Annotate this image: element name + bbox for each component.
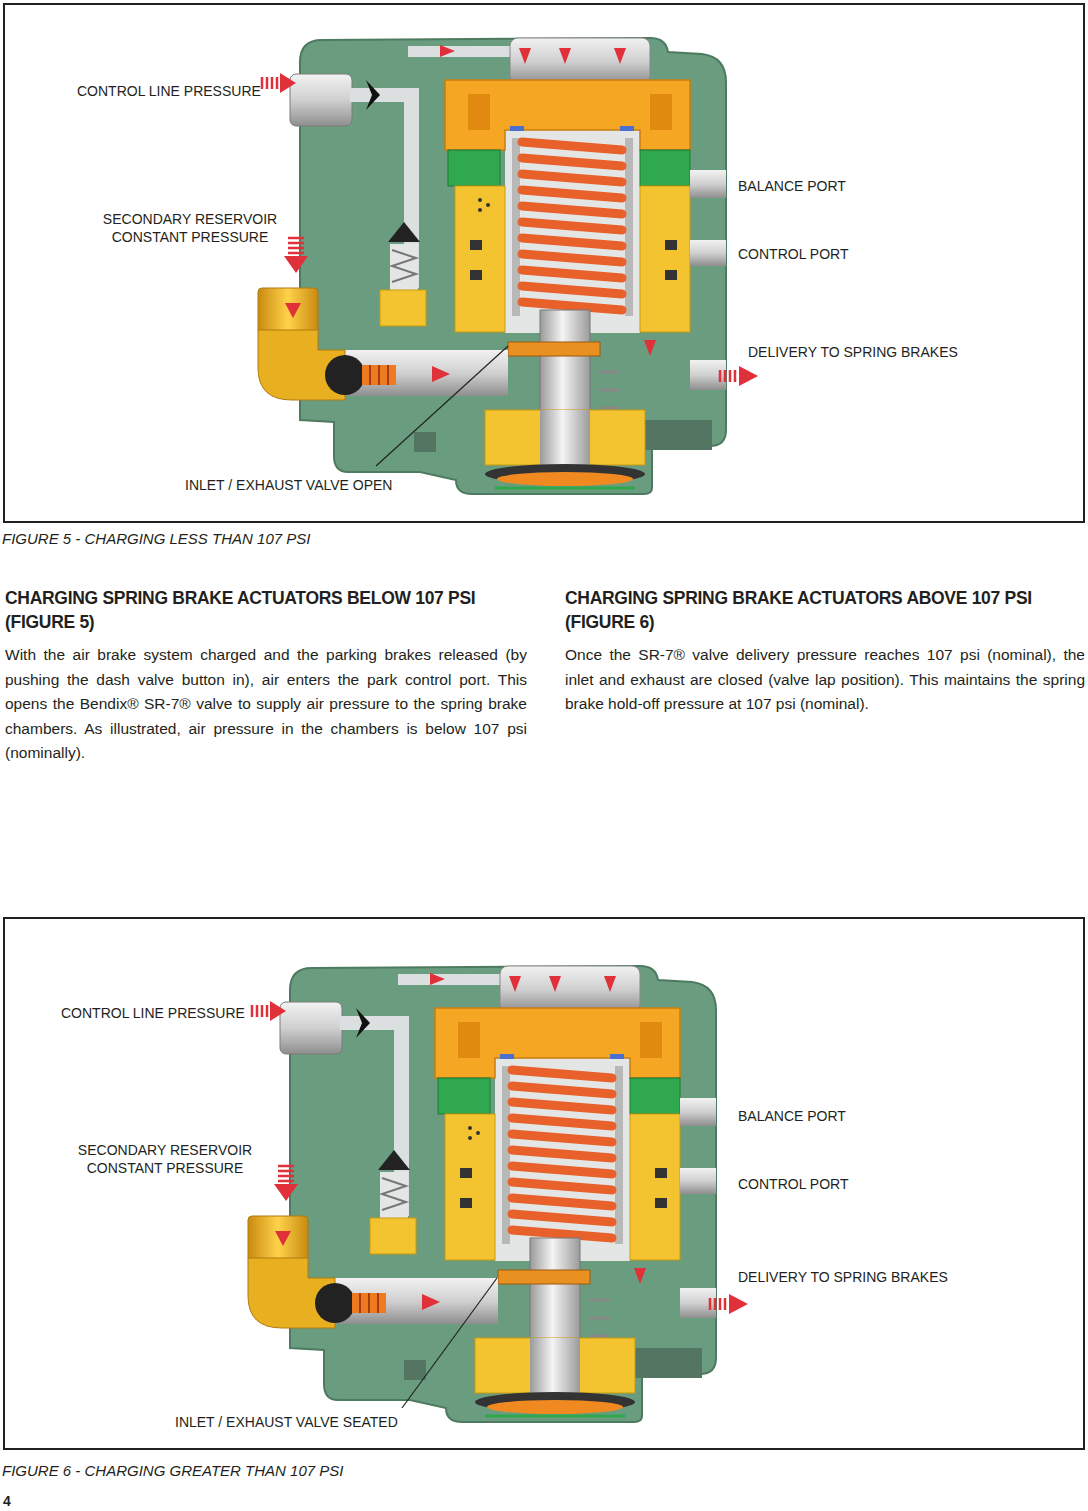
port-label: SECONDARY RESERVOIR CONSTANT PRESSURE bbox=[65, 1141, 265, 1177]
leader-line bbox=[402, 1278, 497, 1408]
port-label: DELIVERY TO SPRING BRAKES bbox=[738, 1268, 948, 1286]
port-label: CONTROL PORT bbox=[738, 1175, 848, 1193]
valve-cross-section bbox=[248, 966, 748, 1422]
port-label: CONTROL LINE PRESSURE bbox=[61, 1004, 245, 1022]
section-heading: CHARGING SPRING BRAKE ACTUATORS ABOVE 10… bbox=[565, 586, 1085, 634]
page-number: 4 bbox=[3, 1493, 11, 1509]
port-label: CONTROL PORT bbox=[738, 245, 848, 263]
figure-frame: CONTROL LINE PRESSURE SECONDARY RESERVOIR… bbox=[3, 917, 1085, 1450]
valve-state-label: INLET / EXHAUST VALVE SEATED bbox=[175, 1413, 398, 1431]
leader-line bbox=[376, 346, 508, 466]
port-label: CONTROL LINE PRESSURE bbox=[77, 82, 261, 100]
valve-cross-section bbox=[258, 38, 758, 494]
figure-caption: FIGURE 5 - CHARGING LESS THAN 107 PSI bbox=[2, 530, 310, 548]
port-label: DELIVERY TO SPRING BRAKES bbox=[748, 343, 958, 361]
body-paragraph: Once the SR-7® valve delivery pressure r… bbox=[565, 643, 1085, 717]
port-label: BALANCE PORT bbox=[738, 177, 846, 195]
section-heading: CHARGING SPRING BRAKE ACTUATORS BELOW 10… bbox=[5, 586, 527, 634]
figure-caption: FIGURE 6 - CHARGING GREATER THAN 107 PSI bbox=[2, 1462, 343, 1480]
valve-state-label: INLET / EXHAUST VALVE OPEN bbox=[185, 476, 392, 494]
port-label: BALANCE PORT bbox=[738, 1107, 846, 1125]
port-label: SECONDARY RESERVOIR CONSTANT PRESSURE bbox=[90, 210, 290, 246]
body-paragraph: With the air brake system charged and th… bbox=[5, 643, 527, 766]
figure-frame: CONTROL LINE PRESSURE SECONDARY RESERVOIR… bbox=[3, 3, 1085, 523]
